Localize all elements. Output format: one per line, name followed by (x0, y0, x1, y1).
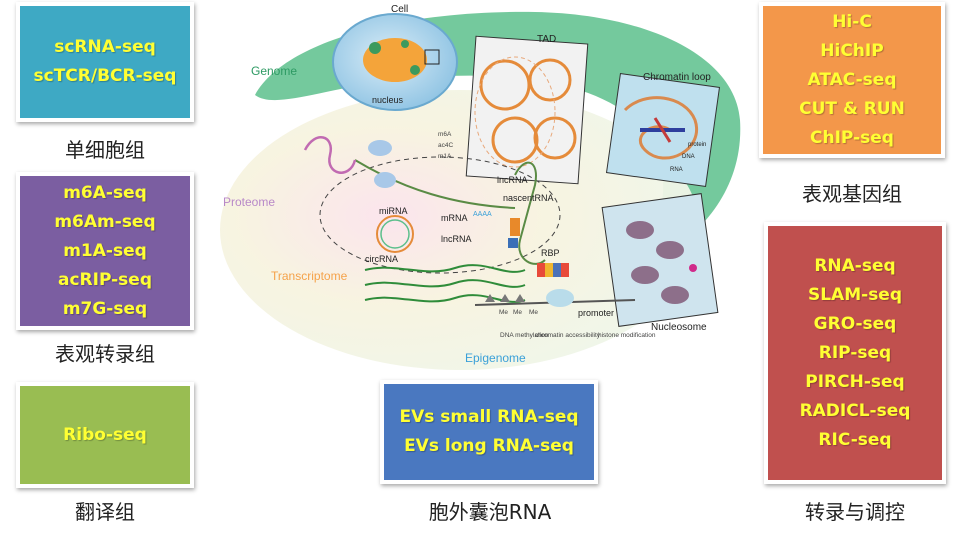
label-nucleus: nucleus (372, 95, 404, 105)
label-dna: DNA (682, 154, 695, 160)
label-nucleosome: Nucleosome (651, 322, 707, 333)
label-chromatin-loop: Chromatin loop (643, 72, 711, 83)
tad-panel (465, 35, 589, 185)
label-protein: protein (688, 142, 706, 148)
rbp-complex (508, 238, 518, 248)
chromatin-loop-panel (605, 72, 721, 188)
method-label: acRIP-seq (58, 269, 152, 290)
method-label: m1A-seq (63, 240, 147, 261)
label-transcriptome: Transcriptome (271, 269, 348, 283)
protein-chain (303, 136, 357, 174)
ribosome (368, 140, 392, 156)
transcriptome-region (319, 156, 561, 274)
method-label: RADICL-seq (799, 400, 911, 421)
method-label: EVs small RNA-seq (399, 407, 579, 427)
method-label: HiChIP (820, 40, 884, 61)
rbp (537, 263, 545, 277)
nucleosome-panel (601, 193, 719, 327)
epigenome-caption: 表观基因组 (802, 182, 902, 206)
label-mirna: miRNA (379, 206, 408, 216)
circrna (376, 215, 414, 253)
method-label: scRNA-seq (54, 37, 156, 57)
epitranscriptome-card-body: m6A-seq m6Am-seq m1A-seq acRIP-seq m7G-s… (20, 176, 190, 326)
label-m6a: m6A (438, 131, 452, 138)
ev-rna-card-body: EVs small RNA-seq EVs long RNA-seq (384, 384, 594, 480)
label-me: Me (513, 309, 522, 316)
label-proteome: Proteome (223, 195, 275, 209)
transcription-card-body: RNA-seq SLAM-seq GRO-seq RIP-seq PIRCH-s… (768, 226, 942, 480)
label-histone-modification: histone modification (598, 332, 656, 339)
ribosome (374, 172, 396, 188)
epigenome-card-body: Hi-C HiChIP ATAC-seq CUT & RUN ChIP-seq (763, 6, 941, 154)
single-cell-card: scRNA-seq scTCR/BCR-seq (16, 2, 194, 122)
label-rna: RNA (670, 167, 683, 173)
chromatin-blob (401, 40, 409, 48)
chromatin-blob (369, 42, 381, 54)
method-label: EVs long RNA-seq (404, 436, 574, 456)
label-dna-methylation: DNA methylation (500, 332, 549, 339)
zoom-box (424, 49, 440, 65)
multi-omics-diagram: Cell nucleus Genome TAD Chromatin loop p… (220, 4, 741, 370)
method-label: SLAM-seq (807, 284, 903, 305)
label-poly-a: AAAA (473, 211, 492, 218)
method-label: RIP-seq (818, 342, 892, 363)
label-tad: TAD (537, 34, 556, 45)
ev-rna-caption: 胞外囊泡RNA (428, 500, 552, 524)
label-circrna: circRNA (365, 254, 398, 264)
nascent-rna (514, 161, 546, 265)
method-label: m7G-seq (62, 298, 148, 319)
polymerase (546, 289, 574, 307)
methylation-marker (515, 294, 525, 302)
method-label: m6Am-seq (54, 211, 156, 232)
method-label: PIRCH-seq (805, 371, 905, 392)
methylation-marker (500, 294, 510, 302)
label-ac4c: ac4C (438, 142, 453, 149)
label-lncrna: lncRNA (497, 175, 528, 185)
translatome-card-body: Ribo-seq (20, 386, 190, 484)
transcription-caption: 转录与调控 (805, 500, 905, 524)
label-lncrna: lncRNA (441, 234, 472, 244)
rbp-complex (510, 218, 520, 236)
label-cell: Cell (391, 4, 408, 15)
method-label: RNA-seq (814, 255, 896, 276)
methylation-marker (485, 294, 495, 302)
translatome-caption: 翻译组 (75, 500, 135, 524)
epitranscriptome-caption: 表观转录组 (55, 342, 155, 366)
chromatin-blob (410, 65, 420, 75)
single-cell-card-body: scRNA-seq scTCR/BCR-seq (20, 6, 190, 118)
label-genome: Genome (251, 64, 297, 78)
method-label: GRO-seq (813, 313, 897, 334)
method-label: ChIP-seq (810, 127, 894, 148)
translatome-card: Ribo-seq (16, 382, 194, 488)
method-label: Ribo-seq (63, 424, 147, 445)
label-me: Me (529, 309, 538, 316)
label-mrna: mRNA (441, 213, 468, 223)
epigenome-card: Hi-C HiChIP ATAC-seq CUT & RUN ChIP-seq (759, 2, 945, 158)
ev-rna-card: EVs small RNA-seq EVs long RNA-seq (380, 380, 598, 484)
mrna-strand (354, 159, 516, 209)
label-epigenome: Epigenome (465, 351, 526, 365)
single-cell-caption: 单细胞组 (65, 138, 145, 162)
method-label: m6A-seq (63, 182, 147, 203)
method-label: ATAC-seq (807, 69, 897, 90)
method-label: CUT & RUN (799, 98, 905, 119)
label-chromatin-accessibility: chromatin accessibility (535, 332, 601, 339)
method-label: Hi-C (832, 11, 872, 32)
label-m1a: m1A (438, 153, 452, 160)
method-label: RIC-seq (818, 429, 892, 450)
label-nascentrna: nascentRNA (503, 193, 554, 203)
epitranscriptome-card: m6A-seq m6Am-seq m1A-seq acRIP-seq m7G-s… (16, 172, 194, 330)
label-promoter: promoter (578, 308, 614, 318)
method-label: scTCR/BCR-seq (33, 66, 177, 86)
label-me: Me (499, 309, 508, 316)
transcription-card: RNA-seq SLAM-seq GRO-seq RIP-seq PIRCH-s… (764, 222, 946, 484)
label-rbp: RBP (541, 248, 560, 258)
